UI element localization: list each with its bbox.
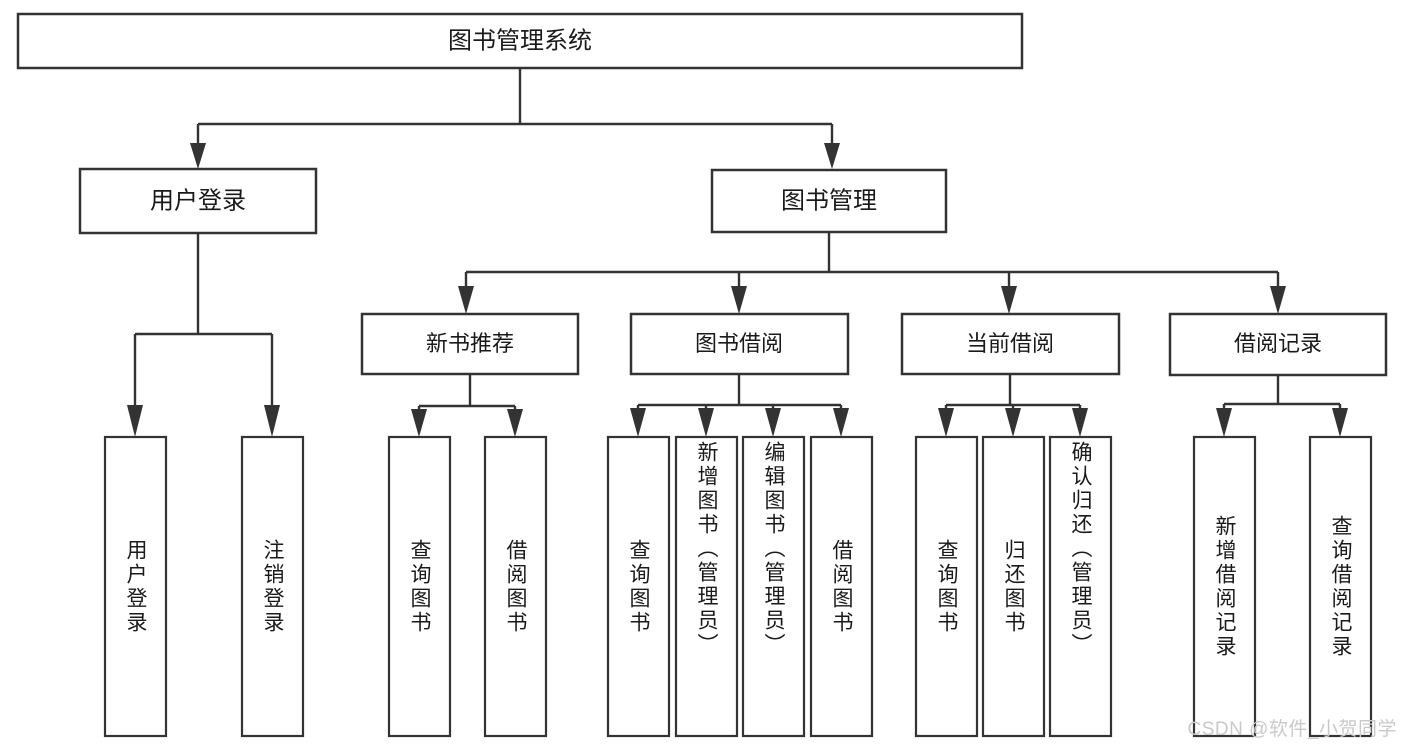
node-borrow-record[interactable]: 借阅记录 xyxy=(1168,312,1388,377)
csdn-watermark: CSDN @软件_小贺同学 xyxy=(1187,719,1397,740)
node-new-book-recommend-label: 新书推荐 xyxy=(426,331,514,356)
arrow-head-icon xyxy=(1001,286,1017,314)
arrow-head-icon xyxy=(411,409,427,437)
node-root-system[interactable]: 图书管理系统 xyxy=(16,12,1024,70)
arrow-head-icon xyxy=(833,408,849,437)
node-book-management[interactable]: 图书管理 xyxy=(710,168,948,234)
leaf-box-borrow-book-1[interactable] xyxy=(483,435,548,738)
leaf-box-query-book-3[interactable] xyxy=(914,435,979,738)
connector-newbook-to-leaves xyxy=(411,374,523,437)
leaf-box-add-record[interactable] xyxy=(1192,435,1257,738)
node-root-box xyxy=(16,12,1024,70)
connector-borrowrecord-to-leaves xyxy=(1216,376,1348,437)
connector-root-to-level2 xyxy=(190,68,840,169)
node-book-borrow[interactable]: 图书借阅 xyxy=(629,312,850,376)
arrow-head-icon xyxy=(765,408,781,437)
leaf-box-borrow-book-2[interactable] xyxy=(809,435,874,738)
leaf-box-logout-login[interactable] xyxy=(240,435,305,738)
leaf-box-query-book-2[interactable] xyxy=(606,435,671,738)
node-user-login[interactable]: 用户登录 xyxy=(78,167,318,235)
arrow-head-icon xyxy=(1072,408,1088,437)
node-book-management-label: 图书管理 xyxy=(781,187,877,214)
leaf-box-add-book[interactable] xyxy=(674,435,739,738)
arrow-head-icon xyxy=(264,405,280,437)
node-borrow-record-box xyxy=(1168,312,1388,377)
node-user-login-label: 用户登录 xyxy=(150,187,246,214)
arrow-head-icon xyxy=(698,408,714,437)
leaf-box-query-book-1[interactable] xyxy=(387,435,452,738)
leaf-box-user-login[interactable] xyxy=(103,435,168,738)
node-current-borrow-label: 当前借阅 xyxy=(966,331,1054,356)
arrow-head-icon xyxy=(630,408,646,437)
arrow-head-icon xyxy=(127,405,143,437)
leaf-box-edit-book[interactable] xyxy=(741,435,806,738)
node-user-login-box xyxy=(78,167,318,235)
arrow-head-icon xyxy=(938,408,954,437)
node-borrow-record-label: 借阅记录 xyxy=(1234,331,1322,356)
connector-currentborrow-to-leaves xyxy=(938,374,1088,437)
node-new-book-recommend[interactable]: 新书推荐 xyxy=(360,312,580,376)
node-book-management-box xyxy=(710,168,948,234)
node-current-borrow-box xyxy=(900,312,1121,376)
connector-userlogin-to-leaves xyxy=(127,233,280,437)
connector-bookborrow-to-leaves xyxy=(630,374,849,437)
node-root-label: 图书管理系统 xyxy=(448,27,592,54)
connector-bookmanagement-to-level3 xyxy=(458,232,1286,314)
arrow-head-icon xyxy=(1216,408,1232,437)
leaf-box-query-record[interactable] xyxy=(1308,435,1373,738)
arrow-head-icon xyxy=(507,409,523,437)
arrow-head-icon xyxy=(1332,408,1348,437)
node-new-book-recommend-box xyxy=(360,312,580,376)
leaf-box-return-book[interactable] xyxy=(981,435,1046,738)
arrow-head-icon xyxy=(1270,286,1286,314)
arrow-head-icon xyxy=(731,286,747,314)
node-book-borrow-label: 图书借阅 xyxy=(695,331,783,356)
node-book-borrow-box xyxy=(629,312,850,376)
arrow-head-icon xyxy=(458,286,474,314)
leaf-box-confirm-return[interactable] xyxy=(1048,435,1113,738)
arrow-head-icon xyxy=(824,143,840,169)
arrow-head-icon xyxy=(1005,408,1021,437)
arrow-head-icon xyxy=(190,143,206,169)
node-current-borrow[interactable]: 当前借阅 xyxy=(900,312,1121,376)
